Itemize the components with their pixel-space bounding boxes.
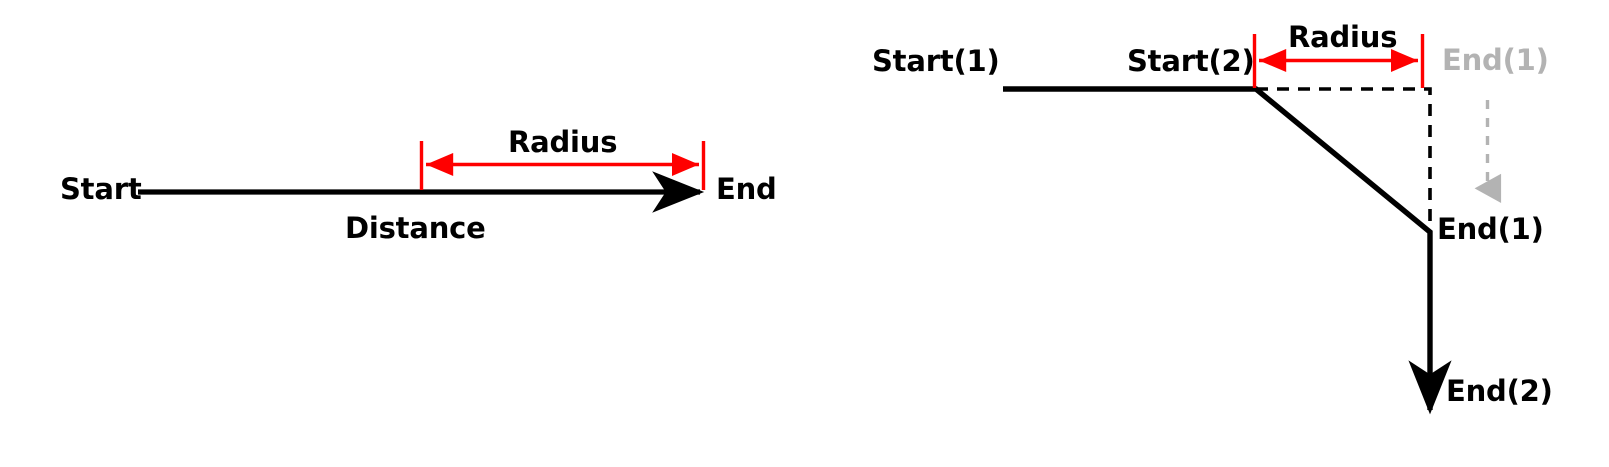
label-end-1-ghost: End(1) <box>1442 43 1549 77</box>
original-corner-dashed-path <box>1256 87 1432 232</box>
label-radius-right: Radius <box>1288 20 1398 54</box>
label-end-1: End(1) <box>1437 212 1544 246</box>
label-radius-left: Radius <box>508 125 618 159</box>
label-start-1: Start(1) <box>872 44 1000 78</box>
panel-right-graphics <box>1003 34 1502 415</box>
panel-left-graphics <box>138 141 706 213</box>
label-end-2: End(2) <box>1446 374 1553 408</box>
label-distance: Distance <box>345 211 486 245</box>
label-start: Start <box>60 172 142 206</box>
label-start-2: Start(2) <box>1127 44 1255 78</box>
label-end: End <box>716 172 777 206</box>
route-polyline <box>1003 86 1452 415</box>
